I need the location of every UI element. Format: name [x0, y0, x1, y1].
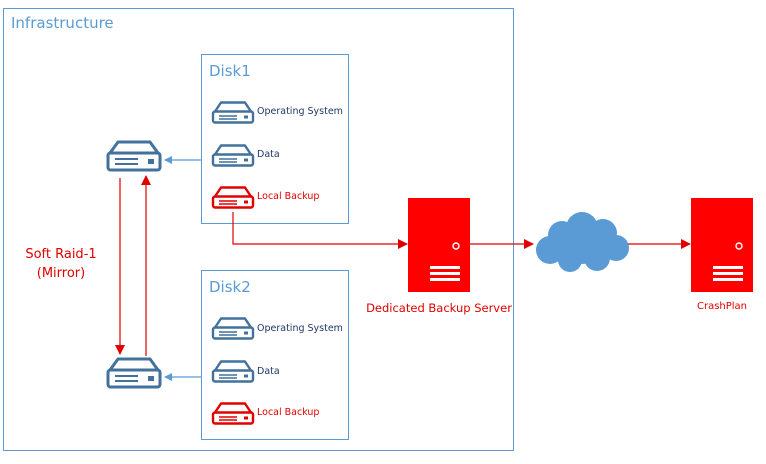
physical-drive-2-icon: [106, 357, 162, 389]
backup-to-server-arrow: [232, 212, 408, 249]
infrastructure-title: Infrastructure: [11, 14, 114, 32]
disk1-item-data-drive-icon: [211, 144, 255, 167]
disk2-item-data-drive-icon: [211, 360, 255, 383]
raid-label: Soft Raid-1 (Mirror): [4, 245, 118, 283]
disk2-item-os-label: Operating System: [257, 323, 343, 334]
disk2-item-backup-label: Local Backup: [257, 407, 320, 418]
physical-drive-1-icon: [106, 140, 162, 172]
disk1-title: Disk1: [209, 62, 251, 80]
raid-label-line1: Soft Raid-1: [25, 247, 97, 262]
backup-server-label: Dedicated Backup Server: [366, 301, 512, 315]
raid-label-line2: (Mirror): [36, 266, 86, 281]
cloud-icon: [536, 212, 629, 272]
disk1-item-os-label: Operating System: [257, 106, 343, 117]
disk1-item-os-drive-icon: [211, 101, 255, 124]
disk2-item-data-label: Data: [257, 366, 280, 377]
disk2-item-backup-drive-icon: [211, 402, 255, 425]
disk2-title: Disk2: [209, 278, 251, 296]
disk1-item-data-label: Data: [257, 149, 280, 160]
crashplan-label: CrashPlan: [696, 301, 748, 312]
crashplan-server-icon: [691, 198, 753, 292]
backup-server-icon: [408, 198, 470, 292]
disk1-item-backup-label: Local Backup: [257, 191, 320, 202]
disk2-item-os-drive-icon: [211, 317, 255, 340]
disk1-item-backup-drive-icon: [211, 186, 255, 209]
